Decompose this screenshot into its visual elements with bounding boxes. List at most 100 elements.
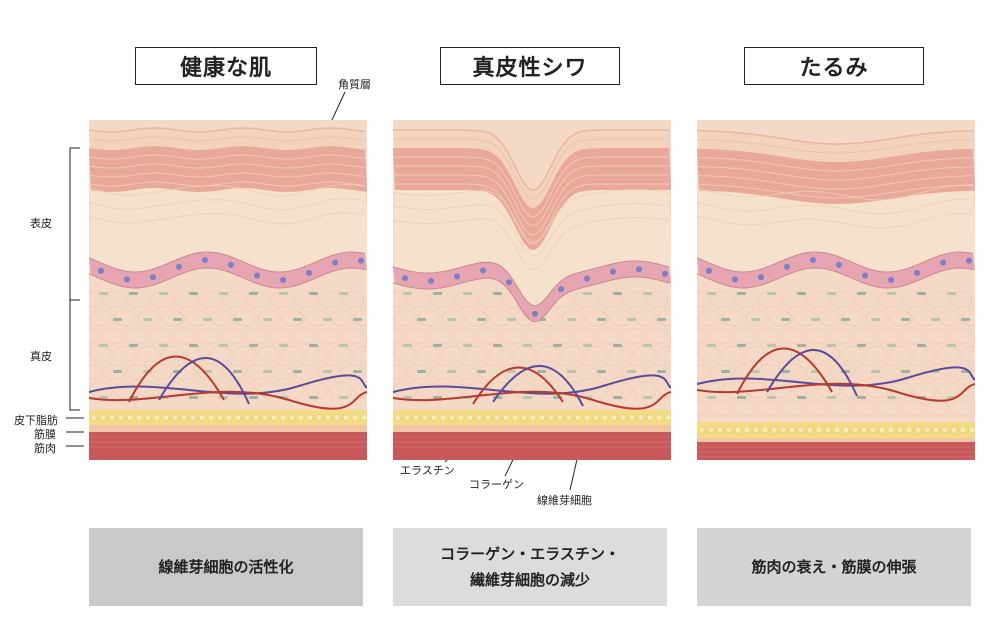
dermis-cell (353, 345, 367, 363)
fibroblast-cell (841, 318, 850, 321)
elastin-fiber (89, 374, 367, 395)
dermis-cell (393, 327, 405, 345)
dermis-cell (89, 363, 101, 381)
collagen-arc (472, 366, 564, 405)
brick-line (393, 165, 669, 227)
fibroblast-cell (203, 318, 212, 321)
fibroblast-cell (797, 344, 806, 347)
fibroblast-cell (857, 292, 866, 295)
fat-cell (583, 413, 591, 422)
dermis-cell (257, 309, 281, 327)
fibroblast-cell (961, 318, 970, 321)
fibroblast-cell (627, 318, 636, 321)
dermis-cell (645, 291, 669, 309)
fat-cell (655, 413, 663, 422)
dermis-cell (841, 345, 865, 363)
fibroblast-cell (493, 344, 502, 347)
skin-panel-sagging (697, 120, 975, 460)
basal-cell (176, 263, 182, 270)
fat-cell (860, 426, 868, 434)
label-collagen: コラーゲン (469, 478, 524, 491)
fat-cell (135, 413, 143, 422)
dermis-cell (537, 345, 561, 363)
fibroblast-cell (707, 344, 716, 347)
basal-cell (636, 266, 642, 273)
panel-title-text: たるみ (799, 56, 869, 81)
dermis-cell (829, 327, 853, 345)
fat-cell (430, 413, 438, 422)
fiber-group (697, 347, 975, 402)
fibroblast-cell (353, 370, 362, 373)
basal-edge (697, 267, 974, 289)
label-stratum-corneum: 角質層 (338, 78, 371, 91)
basal-cell (454, 273, 460, 280)
dermis-cell (889, 309, 913, 327)
basal-layer (697, 252, 975, 288)
fat-cell (216, 413, 224, 422)
fibroblast-cell (417, 318, 426, 321)
fibroblast-cell (507, 318, 516, 321)
fat-cell (698, 426, 706, 434)
basal-cell (966, 257, 972, 264)
fat-cell (574, 413, 582, 422)
basal-layer (393, 261, 671, 322)
fibroblast-cell (583, 344, 592, 347)
dermis-cell (221, 327, 245, 345)
fibroblast-cell (643, 344, 652, 347)
fat-cell (234, 413, 242, 422)
fibroblast-cell (871, 318, 880, 321)
fibroblast-cell (339, 396, 348, 399)
fibroblast-cell (219, 292, 228, 295)
basal-edge (697, 251, 974, 273)
fibroblast-cell (931, 318, 940, 321)
brick-line (393, 183, 669, 245)
dermis-cell (901, 291, 925, 309)
fat-cell (770, 426, 778, 434)
elastin-fiber (697, 366, 975, 387)
spinous-line (89, 212, 366, 225)
fat-cell (529, 413, 537, 422)
fibroblast-cell (947, 344, 956, 347)
fat-cell (842, 426, 850, 434)
basal-cell (402, 275, 408, 282)
fat-cell (824, 426, 832, 434)
caption-line: 線維芽細胞の活性化 (158, 558, 294, 576)
dermis-cell (417, 345, 441, 363)
dermis-cell (293, 327, 317, 345)
basal-cell (480, 267, 486, 274)
basal-cell (758, 274, 764, 281)
dermis-cell (769, 345, 793, 363)
fibroblast-cell (309, 344, 318, 347)
dermis-cell (597, 291, 621, 309)
fascia-layer (393, 425, 671, 432)
fibroblast-cell (463, 292, 472, 295)
dermis-cell (829, 399, 853, 417)
fascia-layer (89, 425, 367, 432)
fat-cell (324, 413, 332, 422)
panel-title-healthy: 健康な肌 (135, 47, 317, 85)
dermis-cell (317, 291, 341, 309)
dermis-cell (621, 291, 645, 309)
skin-panel-healthy (89, 120, 367, 460)
fat-cell (592, 413, 600, 422)
dermis-cell (597, 327, 621, 345)
fibroblast-cell (249, 292, 258, 295)
fibroblast-cell (871, 370, 880, 373)
dermis-cell (585, 345, 609, 363)
fat-cell (421, 413, 429, 422)
basal-cell (662, 270, 668, 277)
fat-cell (108, 413, 116, 422)
fat-cell (511, 413, 519, 422)
fat-cell (565, 413, 573, 422)
fat-cell (153, 413, 161, 422)
dermis-bracket (69, 299, 80, 411)
fat-cell (288, 413, 296, 422)
dermis-cell (101, 291, 125, 309)
fibroblast-cell (309, 292, 318, 295)
basal-cell (98, 267, 104, 274)
fibroblast-cell (403, 292, 412, 295)
dermis-cell (341, 327, 365, 345)
fat-cell (959, 426, 967, 434)
fibroblast-cell (143, 318, 152, 321)
fat-cell (779, 426, 787, 434)
